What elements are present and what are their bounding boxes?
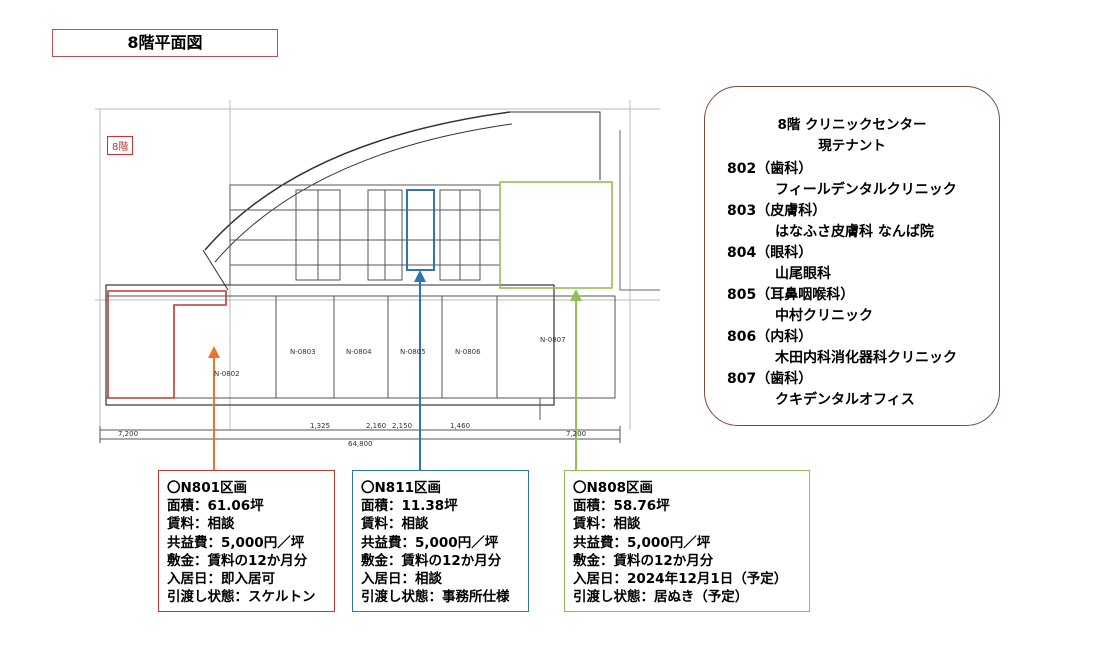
tenant-804-name: 山尾眼科 (775, 266, 831, 282)
tenant-list: 802（歯科） フィールデンタルクリニック 803（皮膚科） はなふさ皮膚科 な… (727, 159, 999, 411)
dim-64800: 64,800 (348, 440, 373, 448)
unit-deposit: 敷金：賃料の12か月分 (573, 552, 714, 569)
label-n0803: N-0803 (290, 348, 316, 356)
tenant-802-category: 802（歯科） (727, 161, 813, 177)
tenant-804-category: 804（眼科） (727, 245, 813, 261)
unit-n808-info: 〇N808区画 面積：58.76坪 賃料：相談 共益費：5,000円／坪 敷金：… (564, 470, 810, 612)
unit-deposit: 敷金：賃料の12か月分 (361, 552, 502, 569)
dim-1460: 1,460 (450, 422, 470, 430)
unit-handover: 引渡し状態：事務所仕様 (361, 589, 510, 606)
label-n0807: N-0807 (540, 336, 566, 344)
n801-arrow (208, 346, 220, 470)
n808-arrow (570, 289, 582, 470)
unit-area: 面積：61.06坪 (167, 498, 264, 515)
dim-7200-right: 7,200 (566, 430, 586, 438)
tenants-header: 8階 クリニックセンター (777, 117, 927, 133)
unit-title: 〇N801区画 (167, 480, 247, 496)
unit-area: 面積：58.76坪 (573, 498, 670, 515)
current-tenants-panel: 8階 クリニックセンター 現テナント 802（歯科） フィールデンタルクリニック… (704, 86, 1000, 426)
tenant-806-name: 木田内科消化器科クリニック (775, 350, 957, 366)
tenant-805-category: 805（耳鼻咽喉科） (727, 287, 855, 303)
tenant-802-name: フィールデンタルクリニック (775, 182, 957, 198)
unit-move-in: 入居日：2024年12月1日（予定） (573, 571, 788, 588)
n811-area-outline (406, 189, 435, 271)
unit-n801-info: 〇N801区画 面積：61.06坪 賃料：相談 共益費：5,000円／坪 敷金：… (158, 470, 335, 612)
floor-tag: 8階 (107, 136, 134, 155)
label-n0802: N-0802 (214, 370, 240, 378)
tenant-803-category: 803（皮膚科） (727, 203, 827, 219)
label-n0805: N-0805 (400, 348, 426, 356)
dim-1325: 1,325 (310, 422, 330, 430)
unit-deposit: 敷金：賃料の12か月分 (167, 552, 308, 569)
tenants-subheader: 現テナント (818, 138, 886, 154)
dim-7200-left: 7,200 (118, 430, 138, 438)
dim-2150: 2,150 (392, 422, 412, 430)
tenant-807-category: 807（歯科） (727, 371, 813, 387)
unit-rent: 賃料：相談 (573, 516, 641, 533)
dim-2160: 2,160 (366, 422, 386, 430)
n801-area-outline (107, 290, 227, 399)
tenant-806-category: 806（内科） (727, 329, 813, 345)
unit-title: 〇N811区画 (361, 480, 441, 496)
n808-area-outline (499, 181, 613, 289)
unit-move-in: 入居日：即入居可 (167, 571, 275, 588)
unit-common-fee: 共益費：5,000円／坪 (167, 534, 305, 551)
label-n0804: N-0804 (346, 348, 372, 356)
unit-rent: 賃料：相談 (167, 516, 235, 533)
tenant-807-name: クキデンタルオフィス (775, 392, 915, 408)
n811-arrow (414, 270, 426, 470)
unit-n811-info: 〇N811区画 面積：11.38坪 賃料：相談 共益費：5,000円／坪 敷金：… (352, 470, 529, 612)
tenant-805-name: 中村クリニック (775, 308, 873, 324)
unit-area: 面積：11.38坪 (361, 498, 458, 515)
page-title: 8階平面図 (52, 29, 278, 57)
label-n0806: N-0806 (455, 348, 481, 356)
unit-handover: 引渡し状態：スケルトン (167, 589, 316, 606)
unit-rent: 賃料：相談 (361, 516, 429, 533)
unit-move-in: 入居日：相談 (361, 571, 442, 588)
unit-common-fee: 共益費：5,000円／坪 (573, 534, 711, 551)
unit-common-fee: 共益費：5,000円／坪 (361, 534, 499, 551)
unit-handover: 引渡し状態：居ぬき（予定） (573, 589, 749, 606)
unit-title: 〇N808区画 (573, 480, 653, 496)
tenant-803-name: はなふさ皮膚科 なんば院 (775, 224, 934, 240)
